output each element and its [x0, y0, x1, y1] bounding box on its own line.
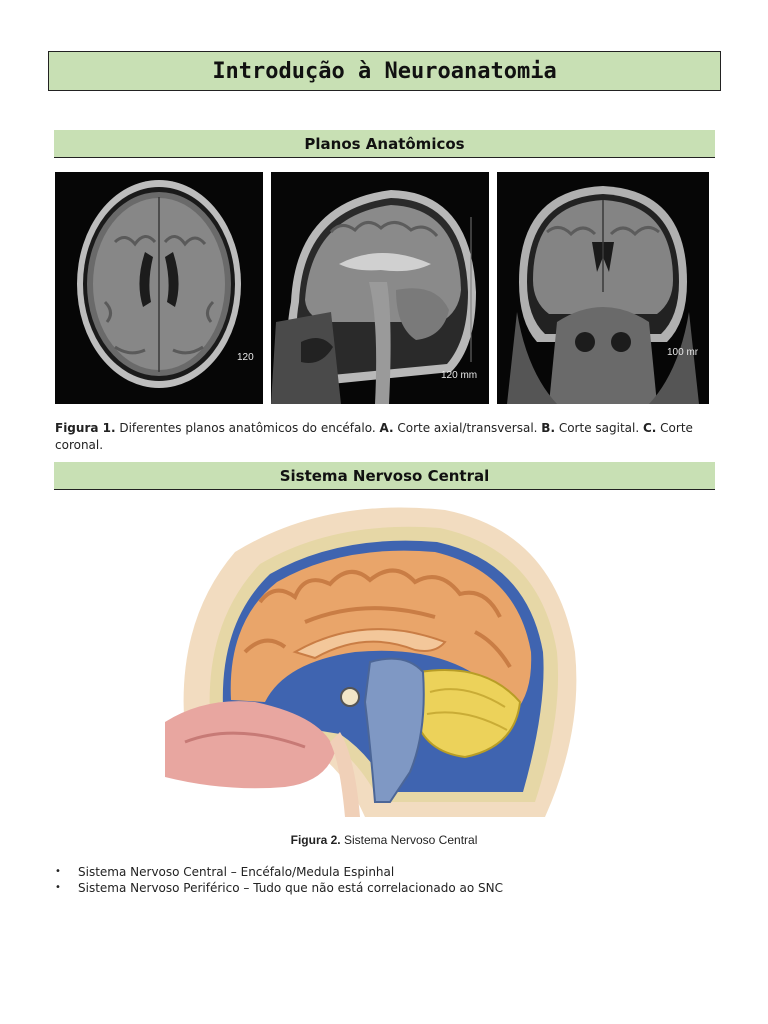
brainstem-shape [363, 657, 425, 803]
mri-sagittal-slice-icon: 120 mm [271, 172, 489, 404]
mri-sagittal-image: 120 mm [271, 172, 489, 404]
mri-coronal-slice-icon: 100 mr [497, 172, 709, 404]
figure1-caption-c-text: Corte coronal. [55, 421, 693, 452]
mri-axial-image: 120 [55, 172, 263, 404]
list-item: • Sistema Nervoso Central – Encéfalo/Medu… [55, 864, 715, 880]
list-item-text: Sistema Nervoso Periférico – Tudo que nã… [78, 881, 504, 895]
figure2-caption-label: Figura 2. [290, 833, 341, 847]
page-title: Introdução à Neuroanatomia [48, 51, 721, 91]
list-item-text: Sistema Nervoso Central – Encéfalo/Medul… [78, 865, 395, 879]
figure2-caption: Figura 2. Sistema Nervoso Central [0, 833, 768, 847]
figure1-caption: Figura 1. Diferentes planos anatômicos d… [55, 420, 711, 454]
mri-sagittal-scale-label: 120 mm [441, 370, 477, 381]
brain-sagittal-illustration-icon [165, 502, 585, 817]
figure1-caption-text: Diferentes planos anatômicos do encéfalo… [115, 421, 380, 435]
mri-axial-scale-label: 120 [237, 352, 254, 363]
bullet-icon: • [55, 866, 61, 877]
bullet-icon: • [55, 882, 61, 893]
figure1-caption-b-label: B. [541, 421, 556, 435]
figure1-caption-a-label: A. [379, 421, 394, 435]
section-header-planos: Planos Anatômicos [54, 130, 715, 158]
figure1-caption-c-label: C. [642, 421, 657, 435]
figure1-caption-label: Figura 1. [55, 421, 116, 435]
cns-illustration [165, 502, 585, 817]
mri-coronal-image: 100 mr [497, 172, 709, 404]
mri-axial-slice-icon: 120 [55, 172, 263, 404]
figure1-caption-a-text: Corte axial/transversal. [393, 421, 542, 435]
section-header-snc: Sistema Nervoso Central [54, 462, 715, 490]
figure2-caption-text: Sistema Nervoso Central [340, 833, 478, 847]
bullet-list: • Sistema Nervoso Central – Encéfalo/Medu… [55, 864, 715, 896]
cerebellum-shape [413, 669, 522, 759]
mri-coronal-scale-label: 100 mr [667, 347, 699, 358]
figure1-caption-b-text: Corte sagital. [555, 421, 643, 435]
list-item: • Sistema Nervoso Periférico – Tudo que n… [55, 880, 715, 896]
